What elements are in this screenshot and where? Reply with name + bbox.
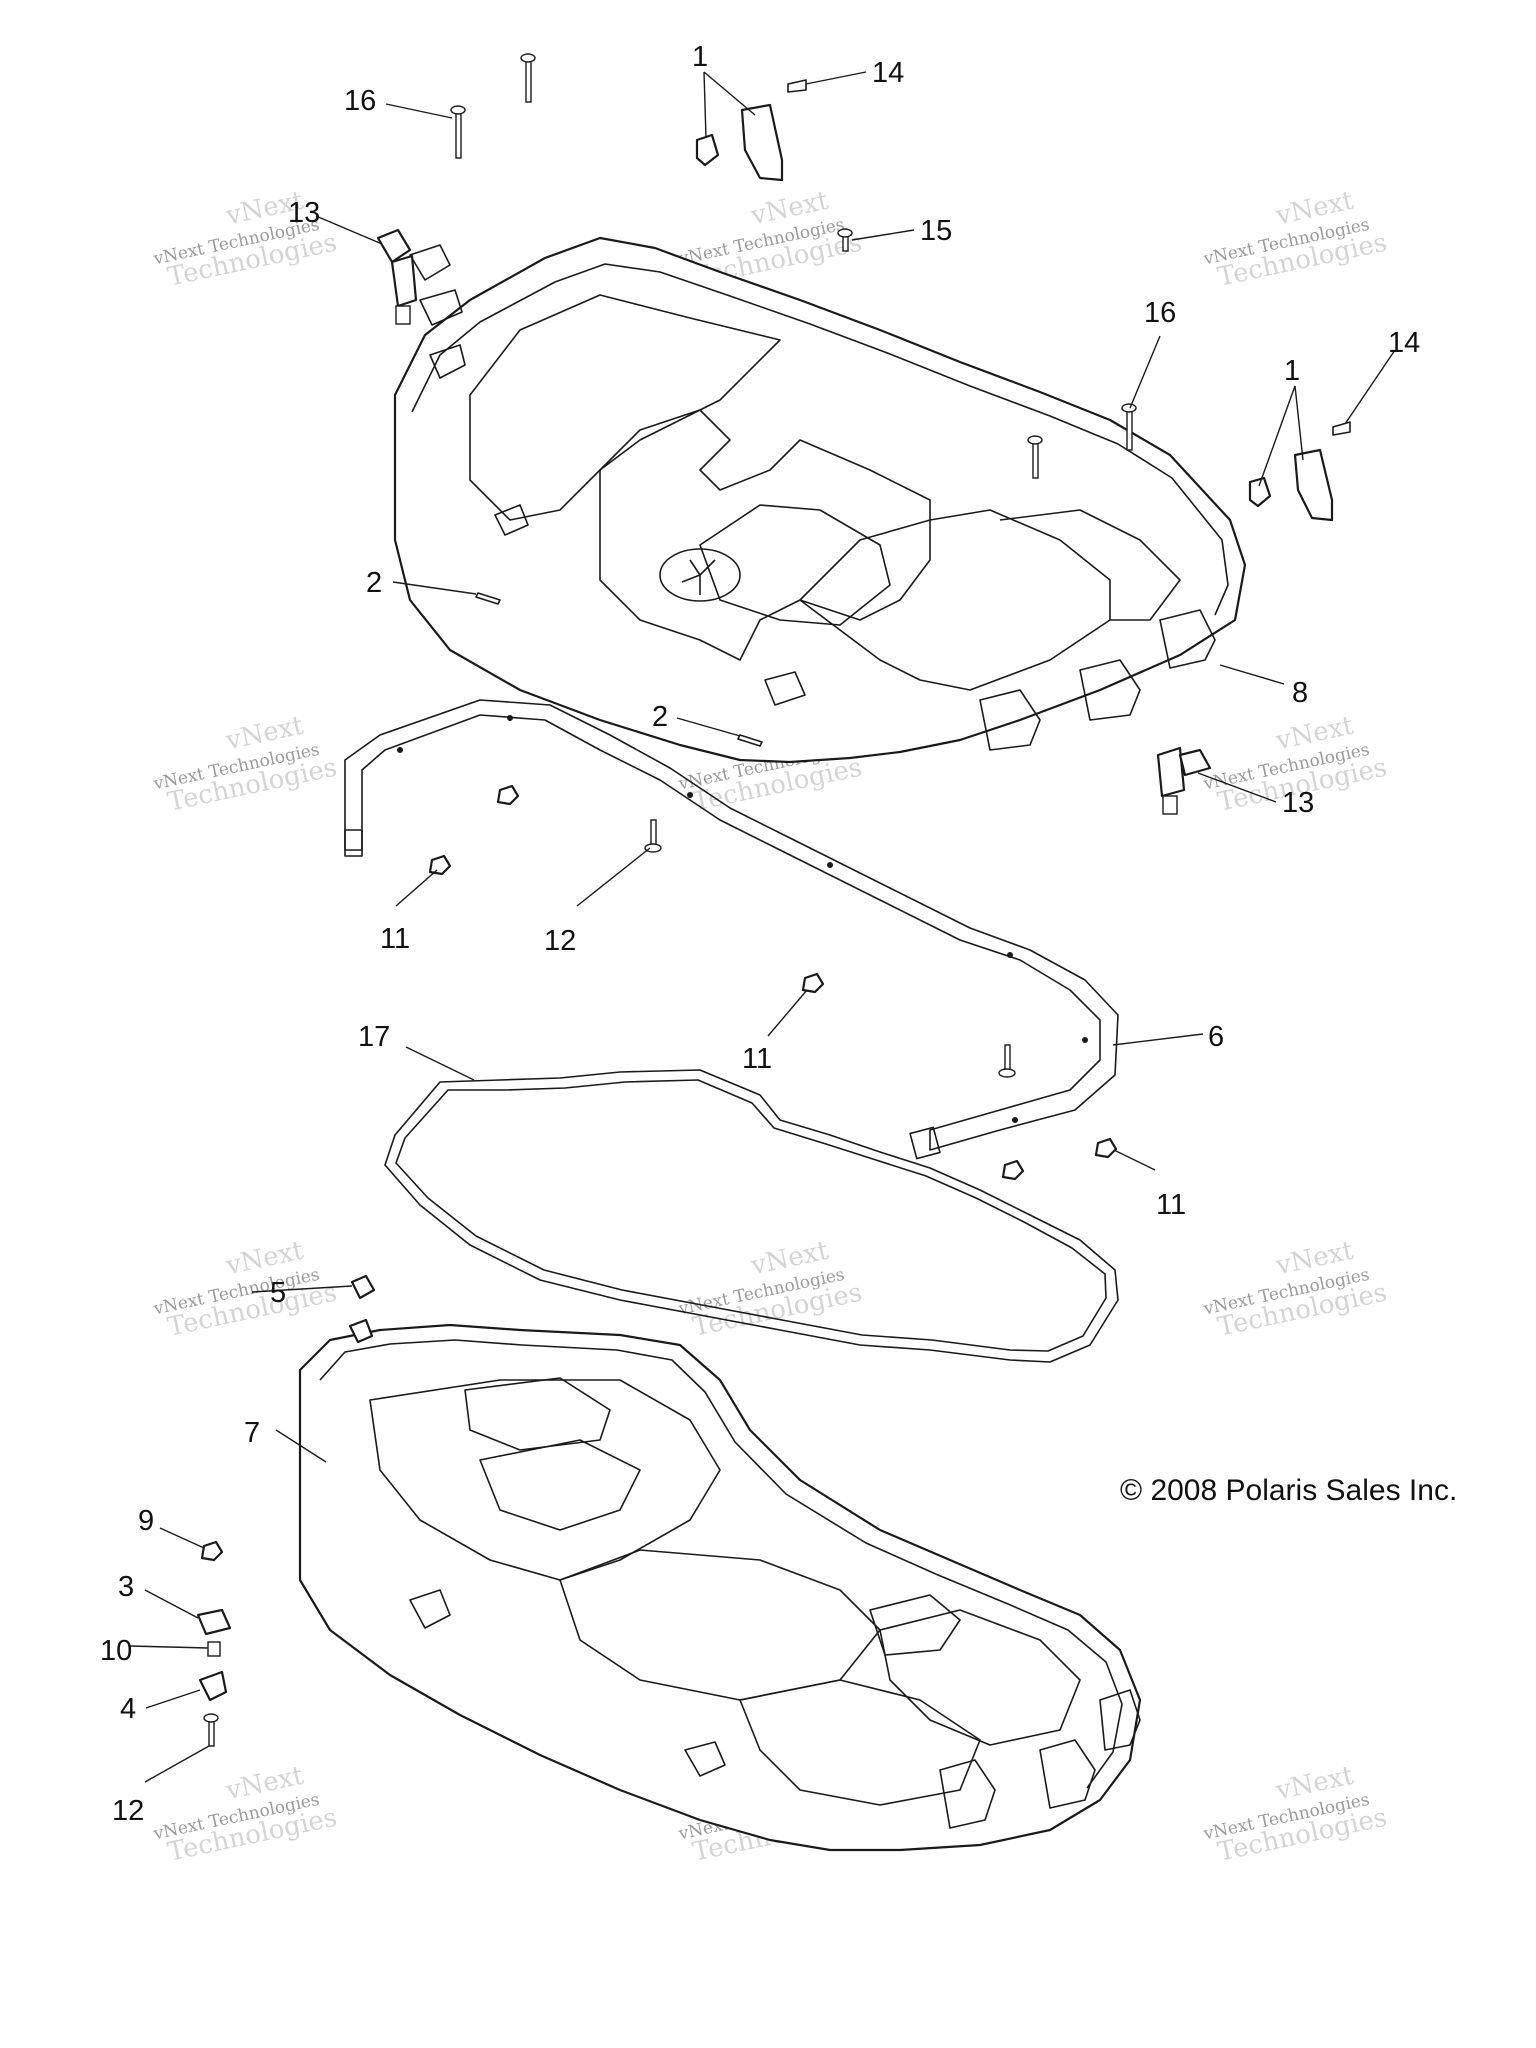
nut-11e bbox=[1001, 1159, 1025, 1181]
nut-11d bbox=[1094, 1137, 1118, 1159]
pin-2b bbox=[737, 734, 763, 747]
bolt-12c bbox=[998, 1044, 1016, 1078]
callout-7: 7 bbox=[244, 1417, 260, 1449]
lid-part-8 bbox=[393, 236, 1247, 764]
callout-12b: 12 bbox=[112, 1795, 144, 1827]
callout-6: 6 bbox=[1208, 1021, 1224, 1053]
callout-9: 9 bbox=[138, 1505, 154, 1537]
hardware bbox=[196, 53, 1351, 1747]
callout-11b: 11 bbox=[742, 1043, 772, 1075]
callout-1a: 1 bbox=[692, 41, 708, 73]
pin-2a bbox=[475, 592, 501, 605]
bolt-12b bbox=[203, 1713, 219, 1747]
leader-lines bbox=[129, 71, 1396, 1783]
copyright-notice: © 2008 Polaris Sales Inc. bbox=[1120, 1474, 1457, 1507]
seal-part-17 bbox=[384, 1069, 1119, 1363]
callout-1b: 1 bbox=[1284, 355, 1300, 387]
bolt-16b bbox=[1121, 403, 1137, 451]
bolt-12a bbox=[644, 819, 662, 853]
pin-14b bbox=[1332, 421, 1351, 436]
nut-11b bbox=[428, 854, 452, 876]
callout-2a: 2 bbox=[366, 567, 382, 599]
latch-part-13a bbox=[376, 228, 418, 325]
callout-12a: 12 bbox=[544, 925, 576, 957]
callout-labels: 1 14 16 13 15 16 14 1 2 8 2 13 11 12 6 1… bbox=[100, 41, 1420, 1827]
nut-11a bbox=[496, 784, 520, 806]
screw-15 bbox=[837, 228, 853, 252]
callout-8: 8 bbox=[1292, 677, 1308, 709]
hinge-part-1b bbox=[1248, 448, 1334, 522]
plate-part-3 bbox=[196, 1608, 232, 1636]
pin-14a bbox=[787, 79, 807, 93]
callout-2b: 2 bbox=[652, 701, 668, 733]
callout-3: 3 bbox=[118, 1571, 134, 1603]
callout-14b: 14 bbox=[1388, 327, 1420, 359]
callout-11c: 11 bbox=[1156, 1189, 1186, 1221]
callout-11a: 11 bbox=[380, 923, 410, 955]
bolt-16a bbox=[450, 105, 466, 159]
callout-13b: 13 bbox=[1282, 787, 1314, 819]
callout-5: 5 bbox=[270, 1277, 286, 1309]
bolt-mid bbox=[1027, 435, 1043, 479]
hinge-part-1a bbox=[695, 103, 784, 182]
frame-part-6 bbox=[344, 699, 1119, 1160]
callout-15: 15 bbox=[920, 215, 952, 247]
clip-part-5 bbox=[348, 1274, 376, 1344]
callout-14a: 14 bbox=[872, 57, 904, 89]
callout-10: 10 bbox=[100, 1635, 132, 1667]
callout-16a: 16 bbox=[344, 85, 376, 117]
bracket-part-4 bbox=[198, 1670, 228, 1702]
callout-17: 17 bbox=[358, 1021, 390, 1053]
bolt-top bbox=[520, 53, 536, 103]
storage-box-part-7 bbox=[298, 1323, 1142, 1852]
callout-16b: 16 bbox=[1144, 297, 1176, 329]
callout-13a: 13 bbox=[288, 197, 320, 229]
nut-11c bbox=[801, 972, 825, 994]
latch-part-13b bbox=[1156, 746, 1212, 815]
callout-4: 4 bbox=[120, 1693, 136, 1725]
spacer-part-10 bbox=[207, 1641, 221, 1657]
nut-part-9 bbox=[200, 1540, 224, 1562]
